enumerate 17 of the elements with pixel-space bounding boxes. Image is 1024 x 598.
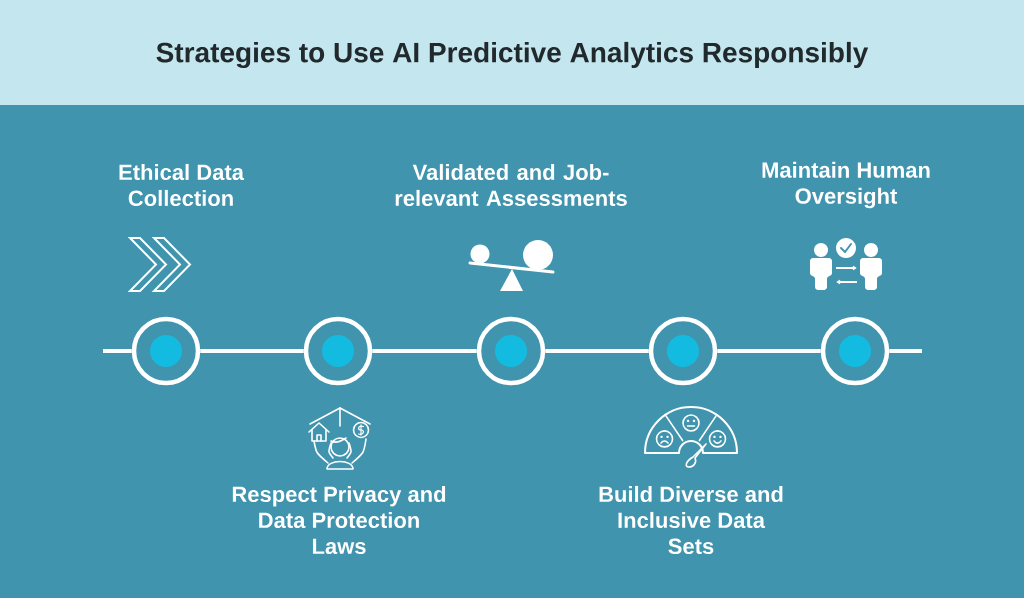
timeline-segment bbox=[200, 349, 304, 353]
timeline-segment bbox=[889, 349, 922, 353]
timeline-circle bbox=[131, 316, 201, 386]
title-banner: Strategies to Use AI Predictive Analytics Responsibly bbox=[0, 0, 1024, 105]
timeline-circle bbox=[820, 316, 890, 386]
timeline-segment bbox=[545, 349, 649, 353]
timeline-segment bbox=[717, 349, 821, 353]
timeline-circle bbox=[303, 316, 373, 386]
timeline-circle bbox=[648, 316, 718, 386]
timeline-circle bbox=[476, 316, 546, 386]
timeline-segment bbox=[103, 349, 132, 353]
step-heading: Validated and Job-relevant Assessments bbox=[395, 163, 627, 207]
step-heading: Build Diverse and Inclusive Data Sets bbox=[599, 485, 783, 555]
step-heading: Maintain Human Oversight bbox=[762, 161, 930, 209]
timeline-segment bbox=[372, 349, 477, 353]
step-heading: Respect Privacy and Data Protection Laws bbox=[232, 485, 446, 555]
step-heading: Ethical Data Collection bbox=[119, 163, 245, 207]
